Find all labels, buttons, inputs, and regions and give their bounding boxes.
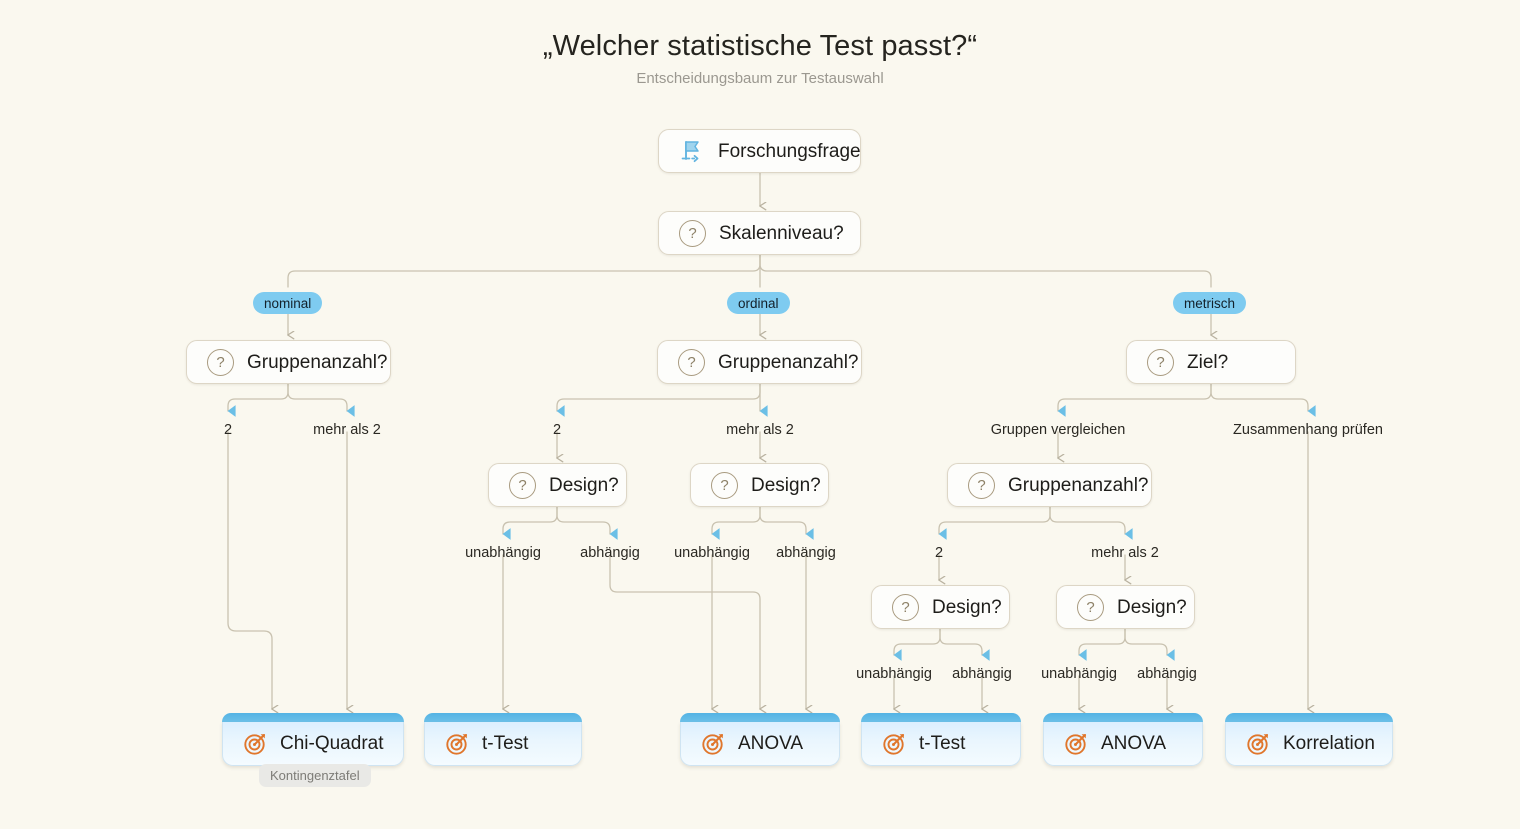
node-label: Design?: [932, 596, 1002, 618]
question-circle-icon: ?: [1147, 348, 1174, 376]
result-cap: [1225, 713, 1393, 722]
question-circle-icon: ?: [1077, 593, 1104, 621]
result-cap: [424, 713, 582, 722]
node-design-metrisch-2[interactable]: ? Design?: [871, 585, 1010, 629]
branch-label-zusammenhang-pruefen: Zusammenhang prüfen: [1233, 422, 1383, 438]
node-label: Skalenniveau?: [719, 222, 844, 244]
node-result-anova-ordinal[interactable]: ANOVA: [680, 722, 840, 766]
target-dart-icon: [244, 734, 265, 755]
node-result-t-test-metrisch[interactable]: t-Test: [861, 722, 1021, 766]
question-circle-icon: ?: [509, 471, 536, 499]
result-cap: [1043, 713, 1203, 722]
branch-label-met2-abhaengig: abhängig: [952, 666, 1012, 682]
question-circle-icon: ?: [678, 348, 705, 376]
branch-label-metm2-unabhaengig: unabhängig: [1041, 666, 1117, 682]
branch-label-ordm2-unabhaengig: unabhängig: [674, 545, 750, 561]
node-skalenniveau[interactable]: ? Skalenniveau?: [658, 211, 861, 255]
branch-label-metrisch-mehr: mehr als 2: [1091, 545, 1159, 561]
result-cap: [680, 713, 840, 722]
node-label: Design?: [1117, 596, 1187, 618]
note-kontingenztafel: Kontingenztafel: [259, 764, 371, 787]
node-result-t-test-ordinal[interactable]: t-Test: [424, 722, 582, 766]
question-circle-icon: ?: [679, 219, 706, 247]
node-label: Ziel?: [1187, 351, 1229, 373]
result-cap: [222, 713, 404, 722]
node-label: Gruppenanzahl?: [1008, 474, 1149, 496]
branch-label-ordinal-mehr: mehr als 2: [726, 422, 794, 438]
question-circle-icon: ?: [207, 348, 234, 376]
node-result-anova-metrisch[interactable]: ANOVA: [1043, 722, 1203, 766]
page-title: „Welcher statistische Test passt?“: [542, 30, 978, 62]
branch-label-gruppen-vergleichen: Gruppen vergleichen: [990, 422, 1126, 438]
target-dart-icon: [1247, 734, 1268, 755]
flag-start-icon: [681, 141, 699, 163]
branch-label-ordinal-2: 2: [552, 422, 562, 438]
node-label: t-Test: [482, 732, 529, 754]
result-cap: [861, 713, 1021, 722]
branch-label-ordm2-abhaengig: abhängig: [776, 545, 836, 561]
node-ziel-metrisch[interactable]: ? Ziel?: [1126, 340, 1296, 384]
node-label: Design?: [751, 474, 821, 496]
node-label: Forschungsfrage: [718, 140, 861, 162]
target-dart-icon: [883, 734, 904, 755]
question-circle-icon: ?: [968, 471, 995, 499]
node-gruppenanzahl-metrisch[interactable]: ? Gruppenanzahl?: [947, 463, 1152, 507]
branch-label-metrisch-2: 2: [934, 545, 944, 561]
node-label: ANOVA: [1101, 732, 1167, 754]
node-design-metrisch-mehr[interactable]: ? Design?: [1056, 585, 1195, 629]
node-design-ordinal-mehr[interactable]: ? Design?: [690, 463, 829, 507]
branch-label-ord2-abhaengig: abhängig: [580, 545, 640, 561]
node-forschungsfrage[interactable]: Forschungsfrage: [658, 129, 861, 173]
question-circle-icon: ?: [892, 593, 919, 621]
page-subtitle: Entscheidungsbaum zur Testauswahl: [636, 70, 884, 87]
branch-label-nominal-mehr: mehr als 2: [313, 422, 381, 438]
node-label: Gruppenanzahl?: [247, 351, 388, 373]
node-result-chi-quadrat[interactable]: Chi-Quadrat: [222, 722, 404, 766]
target-dart-icon: [702, 734, 723, 755]
node-label: Chi-Quadrat: [280, 732, 384, 754]
branch-label-met2-unabhaengig: unabhängig: [856, 666, 932, 682]
branch-label-metm2-abhaengig: abhängig: [1137, 666, 1197, 682]
edge-pill-ordinal: ordinal: [727, 292, 790, 314]
edge-pill-metrisch: metrisch: [1173, 292, 1247, 314]
target-dart-icon: [1065, 734, 1086, 755]
question-circle-icon: ?: [711, 471, 738, 499]
node-label: Korrelation: [1283, 732, 1375, 754]
node-label: t-Test: [919, 732, 966, 754]
edge-pill-nominal: nominal: [253, 292, 323, 314]
target-dart-icon: [446, 734, 467, 755]
node-label: Design?: [549, 474, 619, 496]
branch-label-nominal-2: 2: [223, 422, 233, 438]
node-gruppenanzahl-nominal[interactable]: ? Gruppenanzahl?: [186, 340, 391, 384]
branch-label-ord2-unabhaengig: unabhängig: [465, 545, 541, 561]
node-label: ANOVA: [738, 732, 804, 754]
node-design-ordinal-2[interactable]: ? Design?: [488, 463, 627, 507]
node-gruppenanzahl-ordinal[interactable]: ? Gruppenanzahl?: [657, 340, 862, 384]
node-label: Gruppenanzahl?: [718, 351, 859, 373]
node-result-korrelation[interactable]: Korrelation: [1225, 722, 1393, 766]
